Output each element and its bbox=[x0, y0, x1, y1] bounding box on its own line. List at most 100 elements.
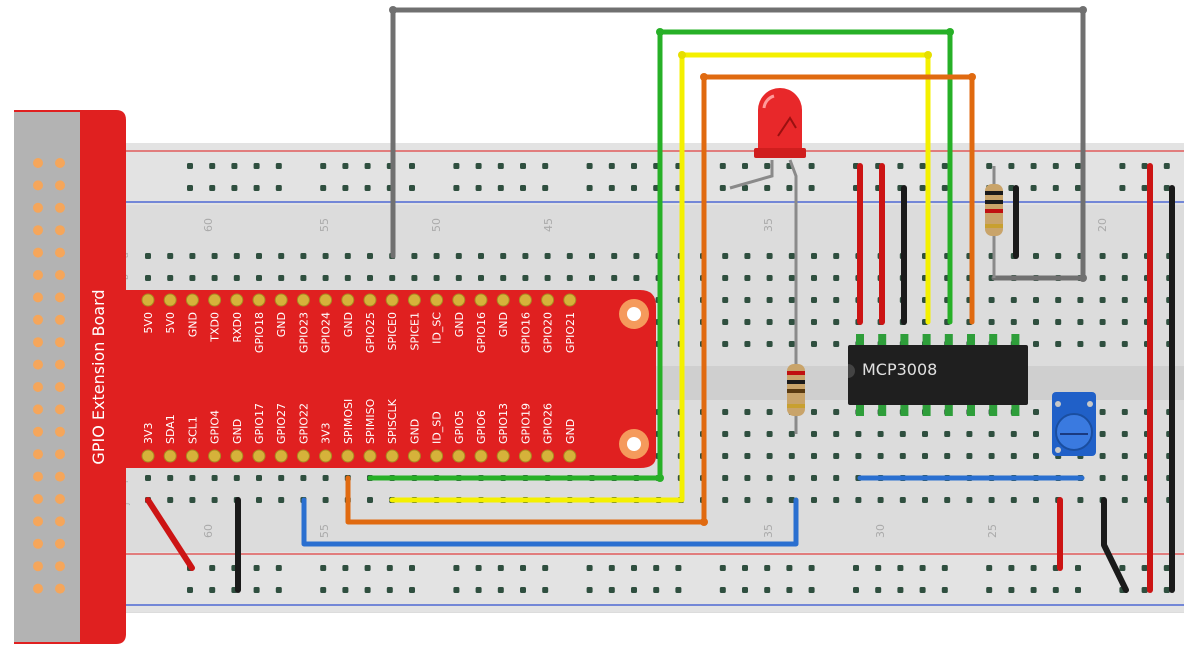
power-rail-hole bbox=[719, 587, 726, 593]
power-rail-hole bbox=[1052, 185, 1059, 191]
power-rail-hole bbox=[653, 587, 660, 593]
header-pin bbox=[33, 561, 43, 572]
chip-leg-bottom bbox=[944, 404, 953, 416]
wire-bend bbox=[656, 474, 664, 482]
wire-bend bbox=[968, 73, 976, 81]
breadboard-hole bbox=[877, 431, 884, 437]
power-rail-hole bbox=[209, 185, 216, 191]
breadboard-hole bbox=[211, 275, 218, 281]
breadboard-hole bbox=[744, 475, 751, 481]
breadboard-hole bbox=[189, 253, 196, 259]
header-pin bbox=[55, 449, 65, 460]
breadboard-hole bbox=[744, 431, 751, 437]
wire-bend bbox=[389, 6, 397, 14]
power-rail-hole bbox=[409, 565, 415, 571]
header-pin bbox=[55, 314, 65, 325]
power-rail-hole bbox=[1141, 565, 1148, 571]
power-rail-hole bbox=[187, 185, 193, 191]
cobbler-pin-top bbox=[319, 293, 333, 307]
power-rail-hole bbox=[342, 163, 349, 169]
breadboard-hole bbox=[211, 253, 218, 259]
power-rail-hole bbox=[1008, 163, 1015, 169]
power-rail-hole bbox=[453, 587, 460, 593]
cobbler-pin-label-bottom: GPIO13 bbox=[497, 403, 510, 444]
breadboard-hole bbox=[1121, 253, 1128, 259]
breadboard-hole bbox=[344, 275, 351, 281]
wire-bend bbox=[1079, 6, 1087, 14]
header-pin bbox=[33, 359, 43, 370]
power-rail-hole bbox=[919, 565, 926, 571]
breadboard-hole bbox=[766, 341, 773, 347]
breadboard-hole bbox=[722, 409, 729, 415]
header-pin bbox=[33, 225, 43, 236]
power-rail-hole bbox=[897, 163, 904, 169]
breadboard-hole bbox=[722, 297, 729, 303]
header-pin bbox=[55, 270, 65, 280]
power-rail-hole bbox=[364, 587, 371, 593]
cobbler-pin-label-bottom: 3V3 bbox=[142, 422, 155, 444]
breadboard-hole bbox=[1055, 319, 1062, 325]
breadboard-hole bbox=[500, 275, 507, 281]
power-rail-hole bbox=[209, 163, 216, 169]
breadboard-hole bbox=[589, 253, 595, 259]
breadboard-hole bbox=[922, 431, 928, 437]
header-pin bbox=[33, 292, 43, 303]
breadboard-hole bbox=[367, 253, 373, 259]
power-rail-hole bbox=[608, 185, 615, 191]
breadboard-hole bbox=[278, 497, 285, 503]
breadboard-hole bbox=[1121, 319, 1128, 325]
gpio-extension-board: GPIO Extension Board bbox=[14, 110, 656, 644]
power-rail-hole bbox=[1163, 185, 1170, 191]
power-rail-hole bbox=[497, 163, 504, 169]
breadboard-hole bbox=[367, 497, 373, 503]
cobbler-pin-label-top: GPIO18 bbox=[253, 312, 266, 353]
breadboard-hole bbox=[1033, 453, 1039, 459]
breadboard-hole bbox=[788, 497, 795, 503]
header-pin bbox=[55, 158, 65, 168]
breadboard-hole bbox=[455, 253, 462, 259]
header-pin bbox=[33, 449, 43, 460]
breadboard-hole bbox=[766, 497, 773, 503]
breadboard-hole bbox=[566, 275, 573, 281]
power-rail-hole bbox=[919, 185, 926, 191]
cobbler-pin-label-top: GND bbox=[275, 312, 288, 337]
breadboard-hole bbox=[966, 453, 973, 459]
breadboard-hole bbox=[433, 275, 440, 281]
breadboard-hole bbox=[833, 319, 840, 325]
breadboard-hole bbox=[256, 497, 262, 503]
power-rail-hole bbox=[1052, 163, 1059, 169]
cobbler-pin-label-bottom: SPISCLK bbox=[386, 398, 399, 444]
breadboard-hole bbox=[922, 497, 928, 503]
breadboard-hole bbox=[722, 453, 729, 459]
power-rail-hole bbox=[631, 587, 637, 593]
cobbler-pin-bottom bbox=[518, 449, 532, 463]
power-rail-hole bbox=[1075, 565, 1081, 571]
breadboard-hole bbox=[811, 341, 817, 347]
breadboard-hole bbox=[1121, 297, 1128, 303]
header-pin bbox=[55, 359, 65, 370]
breadboard-hole bbox=[544, 253, 551, 259]
header-pin bbox=[55, 494, 65, 504]
power-rail-hole bbox=[475, 163, 482, 169]
column-number: 50 bbox=[430, 218, 443, 232]
cobbler-pin-label-top: GPIO16 bbox=[475, 312, 488, 353]
chip-leg-bottom bbox=[989, 404, 998, 416]
cobbler-pin-label-top: TXD0 bbox=[209, 312, 222, 343]
cobbler-pin-bottom bbox=[363, 449, 377, 463]
header-pin bbox=[55, 471, 65, 482]
breadboard-hole bbox=[233, 475, 240, 481]
chip-legs bbox=[856, 334, 1020, 416]
power-rail-hole bbox=[808, 565, 815, 571]
power-rail-hole bbox=[631, 185, 637, 191]
breadboard-hole bbox=[811, 275, 817, 281]
breadboard-hole bbox=[833, 431, 840, 437]
header-pin bbox=[55, 180, 65, 191]
cobbler-pin-bottom bbox=[319, 449, 333, 463]
breadboard-hole bbox=[189, 475, 196, 481]
power-rail-hole bbox=[586, 565, 593, 571]
power-rail-hole bbox=[786, 565, 793, 571]
cobbler-pin-bottom bbox=[341, 449, 355, 463]
breadboard-hole bbox=[300, 275, 307, 281]
